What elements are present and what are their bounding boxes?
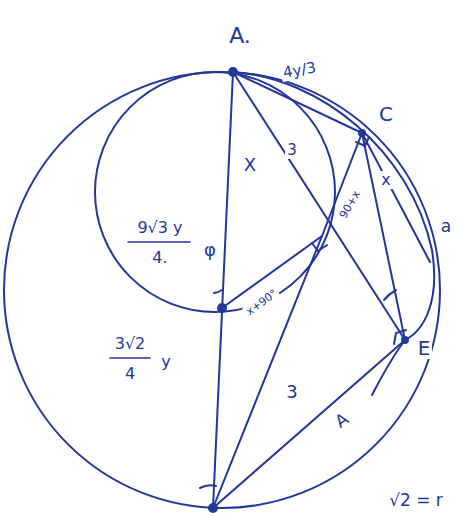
sketch-label: 3: [285, 142, 299, 159]
point: [229, 68, 237, 76]
arc: [233, 72, 434, 395]
sketch-label: 3√2: [113, 335, 148, 353]
sketch-label: 4y/3: [280, 58, 319, 81]
fraction-bar: [110, 357, 150, 359]
point: [218, 304, 226, 312]
sketch-label: A.: [227, 24, 253, 48]
sketch-label: 4.: [150, 249, 169, 267]
sketch-label: x: [379, 171, 392, 189]
fraction-bar: [128, 241, 190, 243]
angle-mark: [384, 290, 396, 300]
segment-line: [213, 340, 405, 508]
right-angle-mark: [312, 243, 327, 251]
segment-line: [322, 133, 362, 236]
point: [402, 337, 408, 343]
sketch-label: a: [439, 217, 453, 236]
sketch-label: 4: [123, 365, 137, 383]
diameter-line: [213, 72, 233, 508]
segment-line: [362, 133, 430, 262]
sketch-label: φ: [202, 240, 218, 260]
segment-line: [213, 236, 322, 508]
chord-line: [233, 72, 405, 340]
sketch-label: 3: [284, 382, 299, 402]
angle-mark: [214, 290, 222, 293]
point: [359, 130, 365, 136]
chord-line: [233, 72, 362, 133]
point: [209, 504, 217, 512]
sketch-label: C: [377, 103, 395, 125]
angle-mark: [200, 485, 216, 488]
inner-circle: [95, 72, 335, 312]
sketch-label: 9√3 y: [135, 219, 184, 237]
outer-circle: [4, 72, 440, 508]
sketch-label: y: [159, 353, 172, 371]
sketch-label: √2 = r: [387, 491, 445, 510]
sketch-label: A: [330, 408, 354, 433]
segment-line: [362, 133, 405, 340]
sketch-label: X: [242, 155, 258, 175]
right-angle-mark: [356, 137, 369, 146]
sketch-label: E: [416, 337, 433, 359]
